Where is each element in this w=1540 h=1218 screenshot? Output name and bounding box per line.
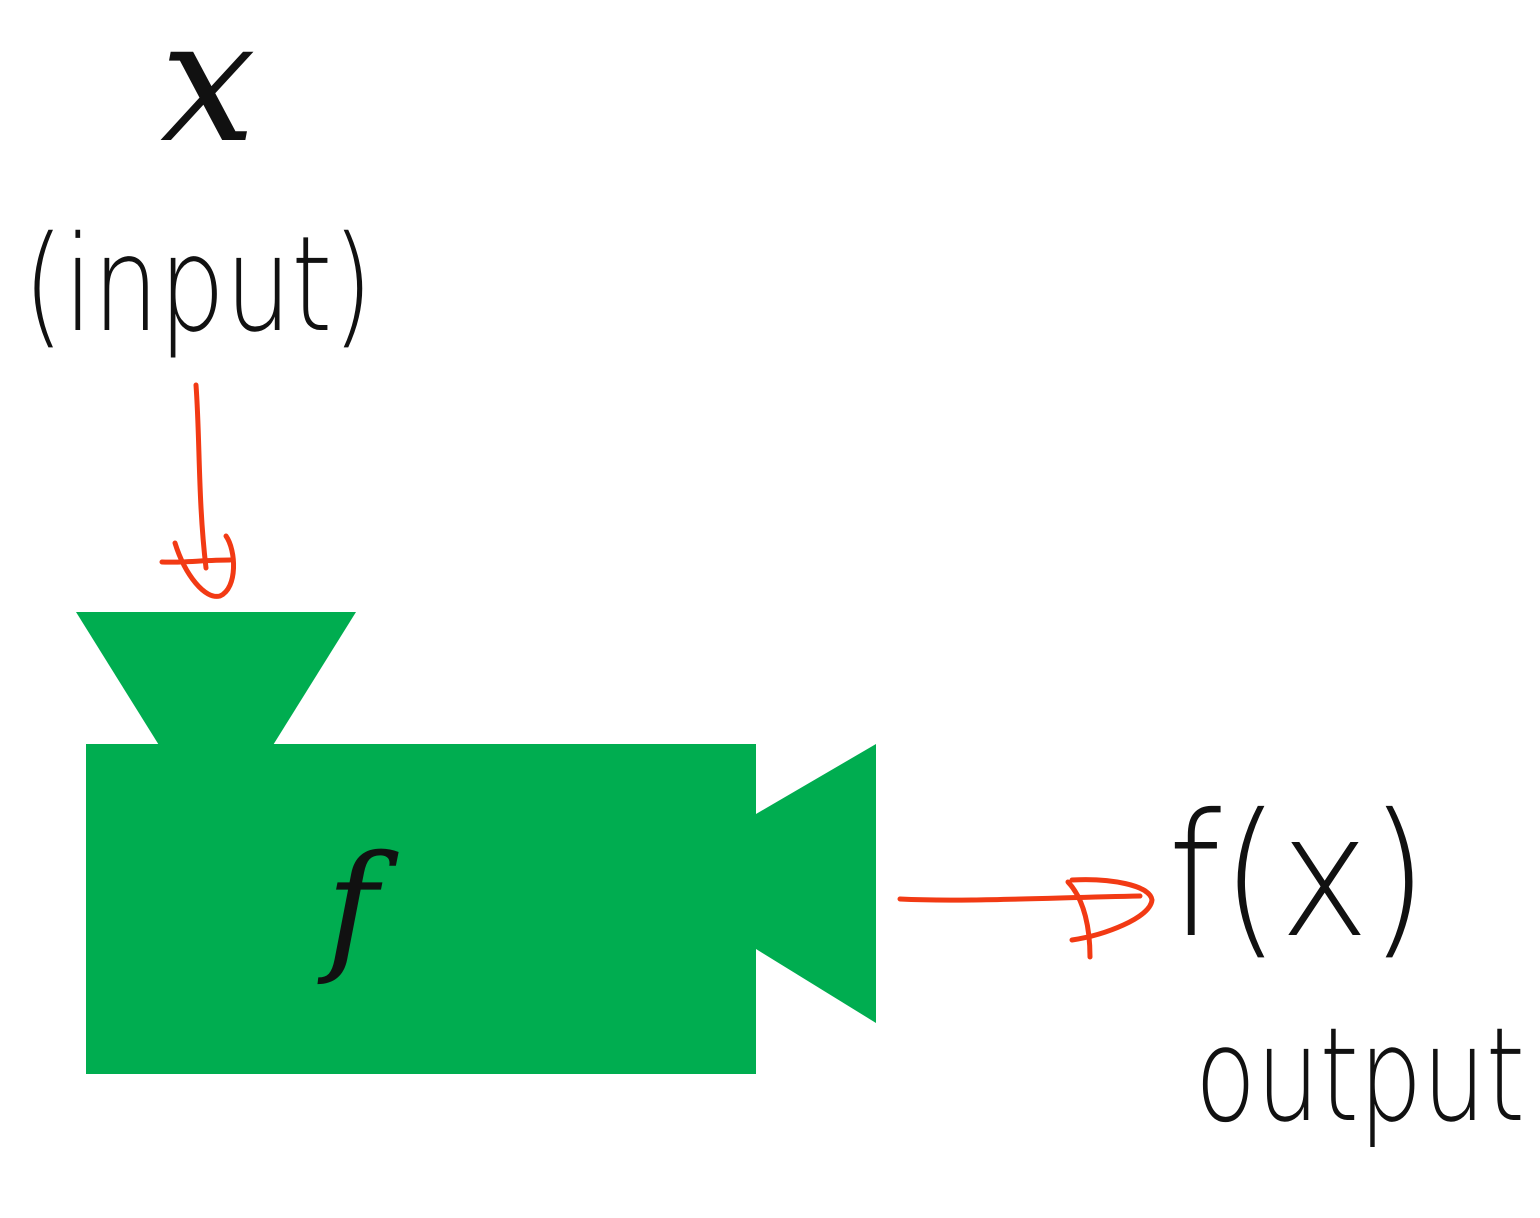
output-label: output [1195, 999, 1525, 1151]
machine-body [86, 744, 756, 1074]
output-arrow-icon [897, 877, 1155, 960]
output-symbol: f(x) [1168, 778, 1428, 976]
input-arrow-icon [159, 382, 237, 599]
input-label: (input) [23, 208, 373, 362]
machine-spout [756, 744, 876, 1023]
function-machine [76, 612, 876, 1074]
input-symbol: x [160, 0, 256, 181]
machine-hopper [76, 612, 356, 750]
